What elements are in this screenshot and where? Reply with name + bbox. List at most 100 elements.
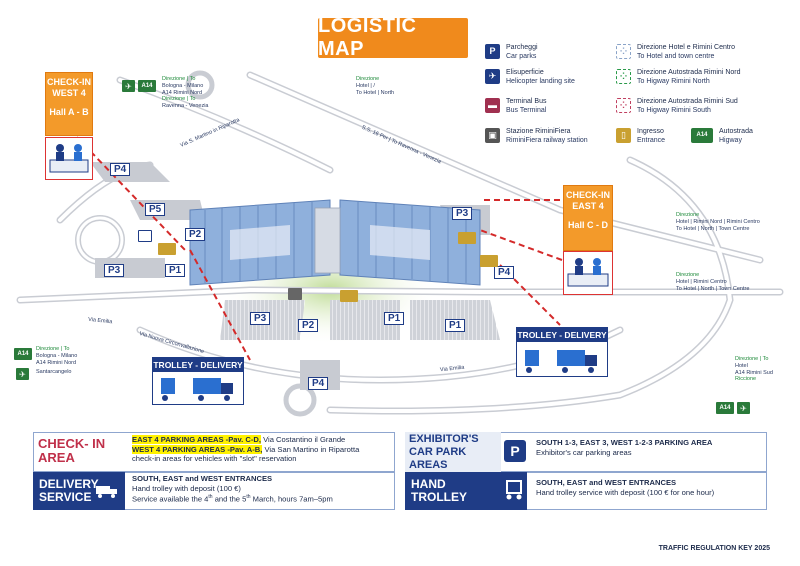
checkin-west-title: CHECK-IN <box>47 77 91 87</box>
trolley-delivery-right-title: TROLLEY - DELIVERY <box>517 328 607 342</box>
parking-label-p2-south: P2 <box>298 319 319 332</box>
direction-right-1: Direzione Hotel | Rimini Nord | Rimini C… <box>676 212 760 232</box>
direction-line: A14 Rimini Sud <box>735 369 773 376</box>
direction-line: Direzione | To <box>162 96 196 103</box>
legend-sublabel: Higway <box>719 136 742 144</box>
direction-line: Hotel | / <box>356 82 375 89</box>
legend-sublabel: Entrance <box>637 136 666 144</box>
parking-label-text: P1 <box>445 319 466 332</box>
parking-label-p1-south-east: P1 <box>445 319 466 332</box>
direction-line: Direzione <box>676 272 700 278</box>
route-west-checkin <box>69 129 186 251</box>
direction-line: Direzione | To <box>162 76 196 82</box>
west-parking-street: Via San Martino in Riparotta <box>262 444 360 454</box>
highway-south-icon: ⁘ <box>616 98 631 113</box>
parking-label-p4-west: P4 <box>110 163 131 176</box>
delivery-service-details: SOUTH, EAST and WEST ENTRANCES Hand trol… <box>132 474 394 504</box>
checkin-west-hall: Hall A - B <box>49 107 89 117</box>
site-map <box>16 70 784 417</box>
parking-label-p3-west: P3 <box>104 264 125 277</box>
delivery-hours: Service available the 4th and the 5th Ma… <box>132 493 394 504</box>
checkin-west-illustration <box>45 137 93 180</box>
a14-badge-right: A14 <box>716 402 734 414</box>
parking-label-p5: P5 <box>145 203 166 216</box>
direction-line: Direzione | To <box>735 356 769 362</box>
helicopter-icon <box>138 230 152 242</box>
parking-label-p1-south: P1 <box>384 312 405 325</box>
hand-trolley-entrances: SOUTH, EAST and WEST ENTRANCES <box>536 478 677 487</box>
parking-label-p3-east: P3 <box>452 207 473 220</box>
direction-line: To Hotel | North | Town Centre <box>676 285 750 292</box>
checkin-east-title: CHECK-IN <box>566 190 610 200</box>
route-east-checkin <box>479 229 563 261</box>
airport-icon: ✈ <box>122 80 135 92</box>
direction-line: Direzione <box>676 212 700 218</box>
delivery-deposit: Hand trolley with deposit (100 €) <box>132 483 241 493</box>
trolley-truck-icon <box>161 378 233 401</box>
central-gallery <box>314 207 341 274</box>
parking-label-text: P4 <box>110 163 131 176</box>
checkin-east-subtitle: EAST 4 <box>572 201 604 211</box>
direction-line: Hotel <box>735 362 748 369</box>
direction-top-mid: Direzione Hotel | / To Hotel | North <box>356 76 394 96</box>
legend-label: Parcheggi <box>506 44 538 51</box>
bus-icon: ▬ <box>485 98 500 113</box>
parking-icon: P <box>504 440 526 462</box>
checkin-area-label: CHECK- IN AREA <box>38 437 128 465</box>
parking-label-text: P2 <box>185 228 206 241</box>
reception-icon <box>567 258 609 287</box>
legend-label: Direzione Hotel e Rimini Centro <box>637 44 736 51</box>
parking-icon: P <box>485 44 500 59</box>
direction-line: To Hotel | North | Town Centre <box>676 225 750 232</box>
legend-sublabel: To Higway Rimini South <box>637 106 711 114</box>
parking-label-p4-south: P4 <box>308 377 329 390</box>
parking-label-text: P1 <box>384 312 405 325</box>
legend-sublabel: Helicopter landing site <box>506 77 575 85</box>
airport-icon: ✈ <box>737 402 750 414</box>
legend-sublabel: RiminiFiera railway station <box>506 136 588 144</box>
parking-label-text: P1 <box>165 264 186 277</box>
delivery-label-line: SERVICE <box>39 490 92 504</box>
direction-line: Hotel | Rimini Nord | Rimini Centro <box>676 218 760 225</box>
trolley-delivery-left: TROLLEY - DELIVERY <box>152 357 244 405</box>
trolley-delivery-left-title: TROLLEY - DELIVERY <box>153 358 243 372</box>
reception-icon <box>49 144 89 173</box>
highway-north-icon: ⁘ <box>616 69 631 84</box>
exhibitor-label-line: CAR PARK AREAS <box>409 445 467 471</box>
delivery-truck-icon <box>96 484 118 498</box>
exhibitor-note: Exhibitor's car parking areas <box>536 447 632 457</box>
east-parking-street: Via Costantino il Grande <box>260 435 346 444</box>
direction-line: A14 Rimini Nord <box>162 89 203 96</box>
direction-right-2: Direzione Hotel | Rimini Centro To Hotel… <box>676 272 749 292</box>
legend-label: Autostrada <box>719 128 753 135</box>
entrance-icon: ▯ <box>616 128 631 143</box>
hand-trolley-note: Hand trolley service with deposit (100 €… <box>536 487 715 497</box>
exhibitor-areas: SOUTH 1-3, EAST 3, WEST 1-2-3 PARKING AR… <box>536 438 713 447</box>
direction-left: Direzione | To Bologna - Milano A14 Rimi… <box>36 346 77 376</box>
checkin-east-illustration <box>563 251 613 295</box>
parking-label-text: P4 <box>308 377 329 390</box>
legend-label: Direzione Autostrada Rimini Sud <box>637 98 738 105</box>
route-trolley-left <box>189 249 251 361</box>
legend-label: Elisuperficie <box>506 69 544 76</box>
legend-sublabel: Car parks <box>506 52 537 60</box>
delivery-label-line: DELIVERY <box>39 477 99 491</box>
parking-label-p1-west: P1 <box>165 264 186 277</box>
direction-line: Direzione <box>356 76 380 82</box>
checkin-note: check-in areas for vehicles with "slot" … <box>132 454 297 464</box>
delivery-entrances: SOUTH, EAST and WEST ENTRANCES <box>132 474 273 483</box>
checkin-area-label-line: CHECK- IN <box>38 436 106 451</box>
direction-line: Ravenna - Venezia <box>162 103 209 110</box>
roundabout-north <box>185 70 215 100</box>
parking-label-p2-west: P2 <box>185 228 206 241</box>
west-parking-line: WEST 4 PARKING AREAS -Pav. A-B, Via San … <box>132 444 394 455</box>
delivery-hours-sup: th <box>208 494 213 501</box>
